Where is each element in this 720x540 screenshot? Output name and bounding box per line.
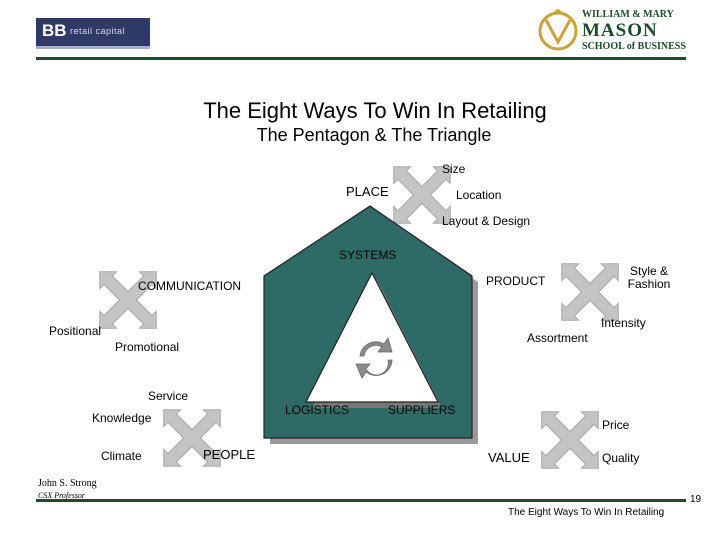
- value-label: VALUE: [488, 450, 530, 465]
- value-quality-label: Quality: [602, 451, 640, 465]
- pentagon-label-systems: SYSTEMS: [339, 248, 397, 262]
- footer-role: CSX Professor: [38, 491, 86, 500]
- header-divider: [36, 57, 686, 60]
- school-name-line3: SCHOOL of BUSINESS: [582, 41, 686, 52]
- communication-positional-label: Positional: [49, 324, 102, 338]
- bb-retail-capital-logo: BB retail capital: [36, 18, 150, 49]
- place-label: PLACE: [346, 184, 389, 199]
- place-location-label: Location: [456, 188, 502, 202]
- people-climate-label: Climate: [101, 449, 142, 463]
- cycle-arrows-icon: [355, 337, 393, 379]
- people-knowledge-label: Knowledge: [92, 411, 152, 425]
- people-service-label: Service: [148, 389, 189, 403]
- pentagon-label-suppliers: SUPPLIERS: [388, 403, 456, 417]
- school-name-line1: WILLIAM & MARY: [582, 9, 674, 20]
- footer-divider: [36, 499, 686, 502]
- footer-title: The Eight Ways To Win In Retailing: [508, 507, 665, 518]
- place-size-label: Size: [442, 162, 466, 176]
- crest-icon: [538, 8, 578, 51]
- slide-title: The Eight Ways To Win In Retailing: [203, 98, 547, 123]
- pentagon-label-communication: COMMUNICATION: [138, 279, 242, 293]
- communication-promotional-label: Promotional: [115, 340, 180, 354]
- value-arrows-icon: [512, 382, 628, 498]
- mason-school-logo: WILLIAM & MARY MASON SCHOOL of BUSINESS: [536, 6, 686, 56]
- pentagon-label-logistics: LOGISTICS: [285, 403, 350, 417]
- product-intensity-label: Intensity: [601, 316, 646, 330]
- page-number: 19: [690, 494, 702, 505]
- footer-author: John S. Strong: [38, 478, 97, 489]
- bb-logo-text: retail capital: [70, 26, 126, 36]
- place-layout-label: Layout & Design: [442, 214, 531, 228]
- bb-logo-mark: BB: [42, 21, 67, 40]
- pentagon-label-product: PRODUCT: [486, 274, 546, 288]
- triangle-shape: [305, 271, 439, 403]
- value-price-label: Price: [602, 418, 630, 432]
- product-assortment-label: Assortment: [527, 331, 588, 345]
- slide-subtitle: The Pentagon & The Triangle: [256, 125, 492, 145]
- school-name-line2: MASON: [582, 20, 658, 41]
- people-label: PEOPLE: [203, 447, 256, 462]
- product-style-label: Style & Fashion: [627, 264, 671, 291]
